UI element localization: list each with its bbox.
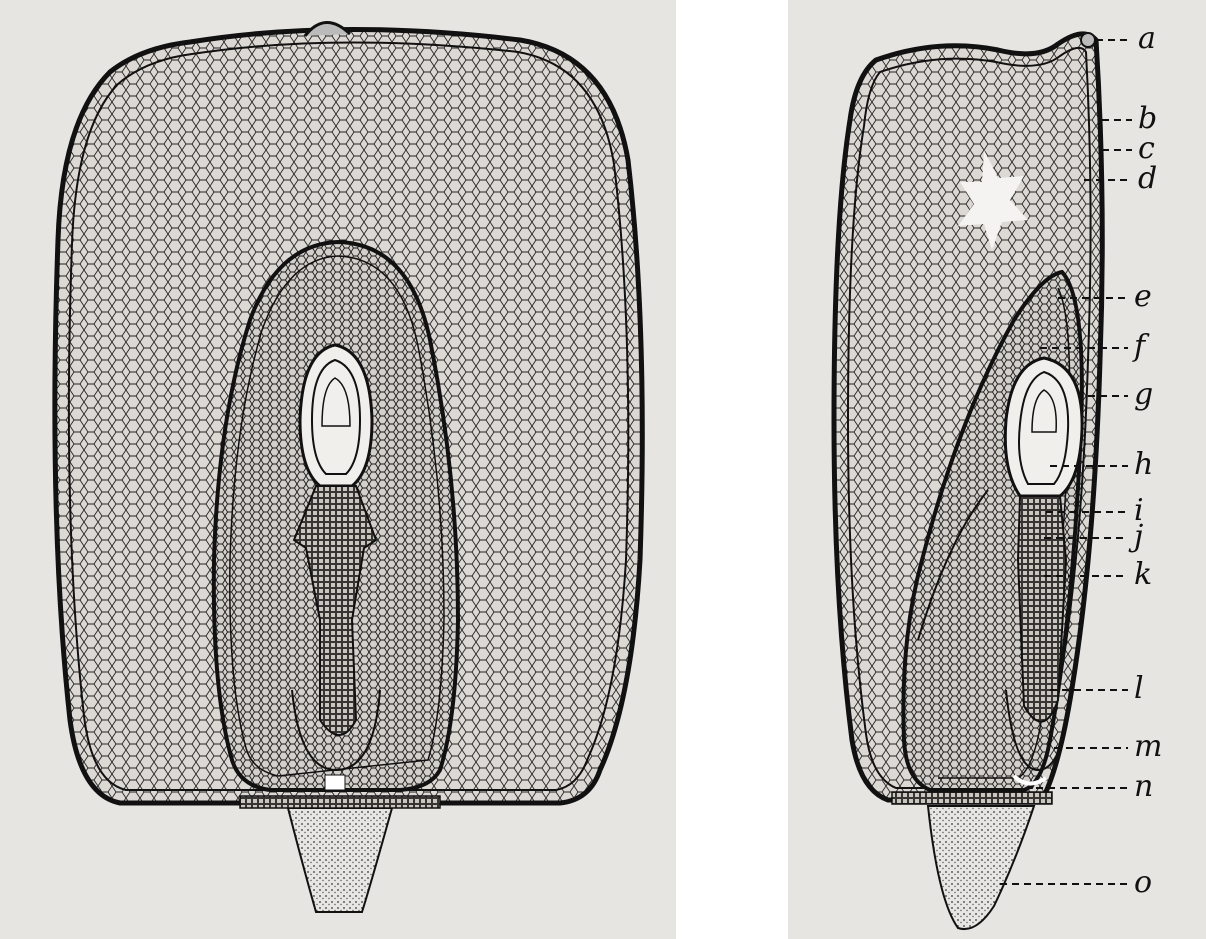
label-c: c xyxy=(1138,134,1155,164)
label-h: h xyxy=(1134,450,1153,480)
side-tip-cap xyxy=(928,806,1034,929)
label-d: d xyxy=(1138,164,1157,194)
label-g: g xyxy=(1134,380,1153,410)
label-n: n xyxy=(1134,772,1153,802)
label-m: m xyxy=(1134,732,1162,762)
side-embryo-axis xyxy=(1018,496,1066,722)
side-section-panel: a b c d e f g h i j k l m n o xyxy=(788,0,1206,939)
label-j: j xyxy=(1134,522,1143,552)
label-b: b xyxy=(1138,104,1157,134)
label-k: k xyxy=(1134,560,1152,590)
label-f: f xyxy=(1134,332,1145,362)
plumule xyxy=(300,345,372,486)
label-l: l xyxy=(1134,674,1144,704)
label-e: e xyxy=(1134,282,1152,312)
front-section-panel xyxy=(0,0,676,939)
label-o: o xyxy=(1134,868,1152,898)
front-section-drawing xyxy=(0,0,676,939)
label-a: a xyxy=(1138,24,1156,54)
side-plumule xyxy=(1005,358,1082,496)
tip-cap xyxy=(288,808,392,912)
